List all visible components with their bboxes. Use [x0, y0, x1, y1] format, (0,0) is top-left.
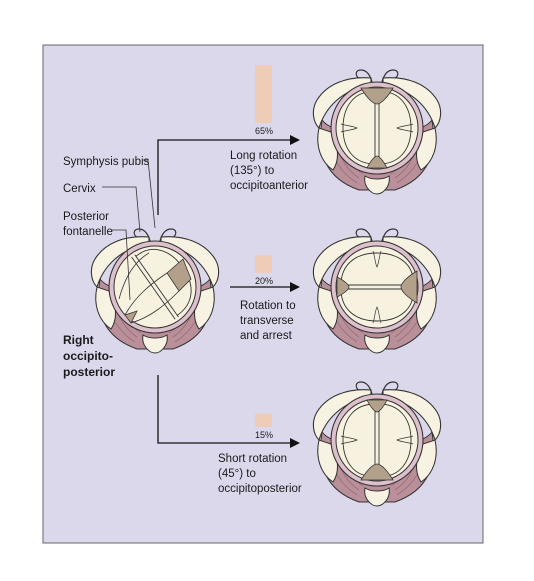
percent-bar-2 — [255, 255, 272, 273]
outcome-2-caption-1: Rotation to — [240, 300, 296, 312]
arrow-heads — [290, 135, 300, 448]
start-pelvis — [90, 228, 220, 354]
outcome-arrows — [157, 139, 293, 444]
percent-bar-3 — [255, 413, 272, 427]
outcome-3-caption-3: occipitoposterior — [218, 483, 302, 495]
outcome-1-caption-2: (135°) to — [230, 165, 274, 177]
outcome-1-percent: 65% — [255, 126, 273, 136]
outcome-1-caption-3: occipitoanterior — [230, 180, 308, 192]
outcome-2-caption-3: and arrest — [240, 330, 293, 342]
percent-bar-1 — [255, 65, 272, 123]
outcome-2-percent: 20% — [255, 276, 273, 286]
percent-bars — [255, 65, 272, 427]
start-label-1: Right — [63, 333, 94, 347]
start-label-3: posterior — [63, 365, 115, 379]
outcome-1-caption-1: Long rotation — [230, 150, 297, 162]
start-label-2: occipito- — [63, 349, 113, 363]
symphysis-label: Symphysis pubis — [63, 156, 150, 168]
posterior-fontanelle-label-2: fontanelle — [63, 226, 113, 238]
outcome-2-caption-2: transverse — [240, 315, 294, 327]
outcome-3-caption-2: (45°) to — [218, 468, 256, 480]
cervix-label: Cervix — [63, 183, 96, 195]
leader-lines — [102, 159, 156, 301]
posterior-fontanelle-mark — [124, 310, 138, 324]
outcome-3-caption-1: Short rotation — [218, 453, 287, 465]
outcome-3-percent: 15% — [255, 430, 273, 440]
posterior-fontanelle-label-1: Posterior — [63, 211, 109, 223]
anterior-fontanelle-mark — [166, 258, 192, 292]
